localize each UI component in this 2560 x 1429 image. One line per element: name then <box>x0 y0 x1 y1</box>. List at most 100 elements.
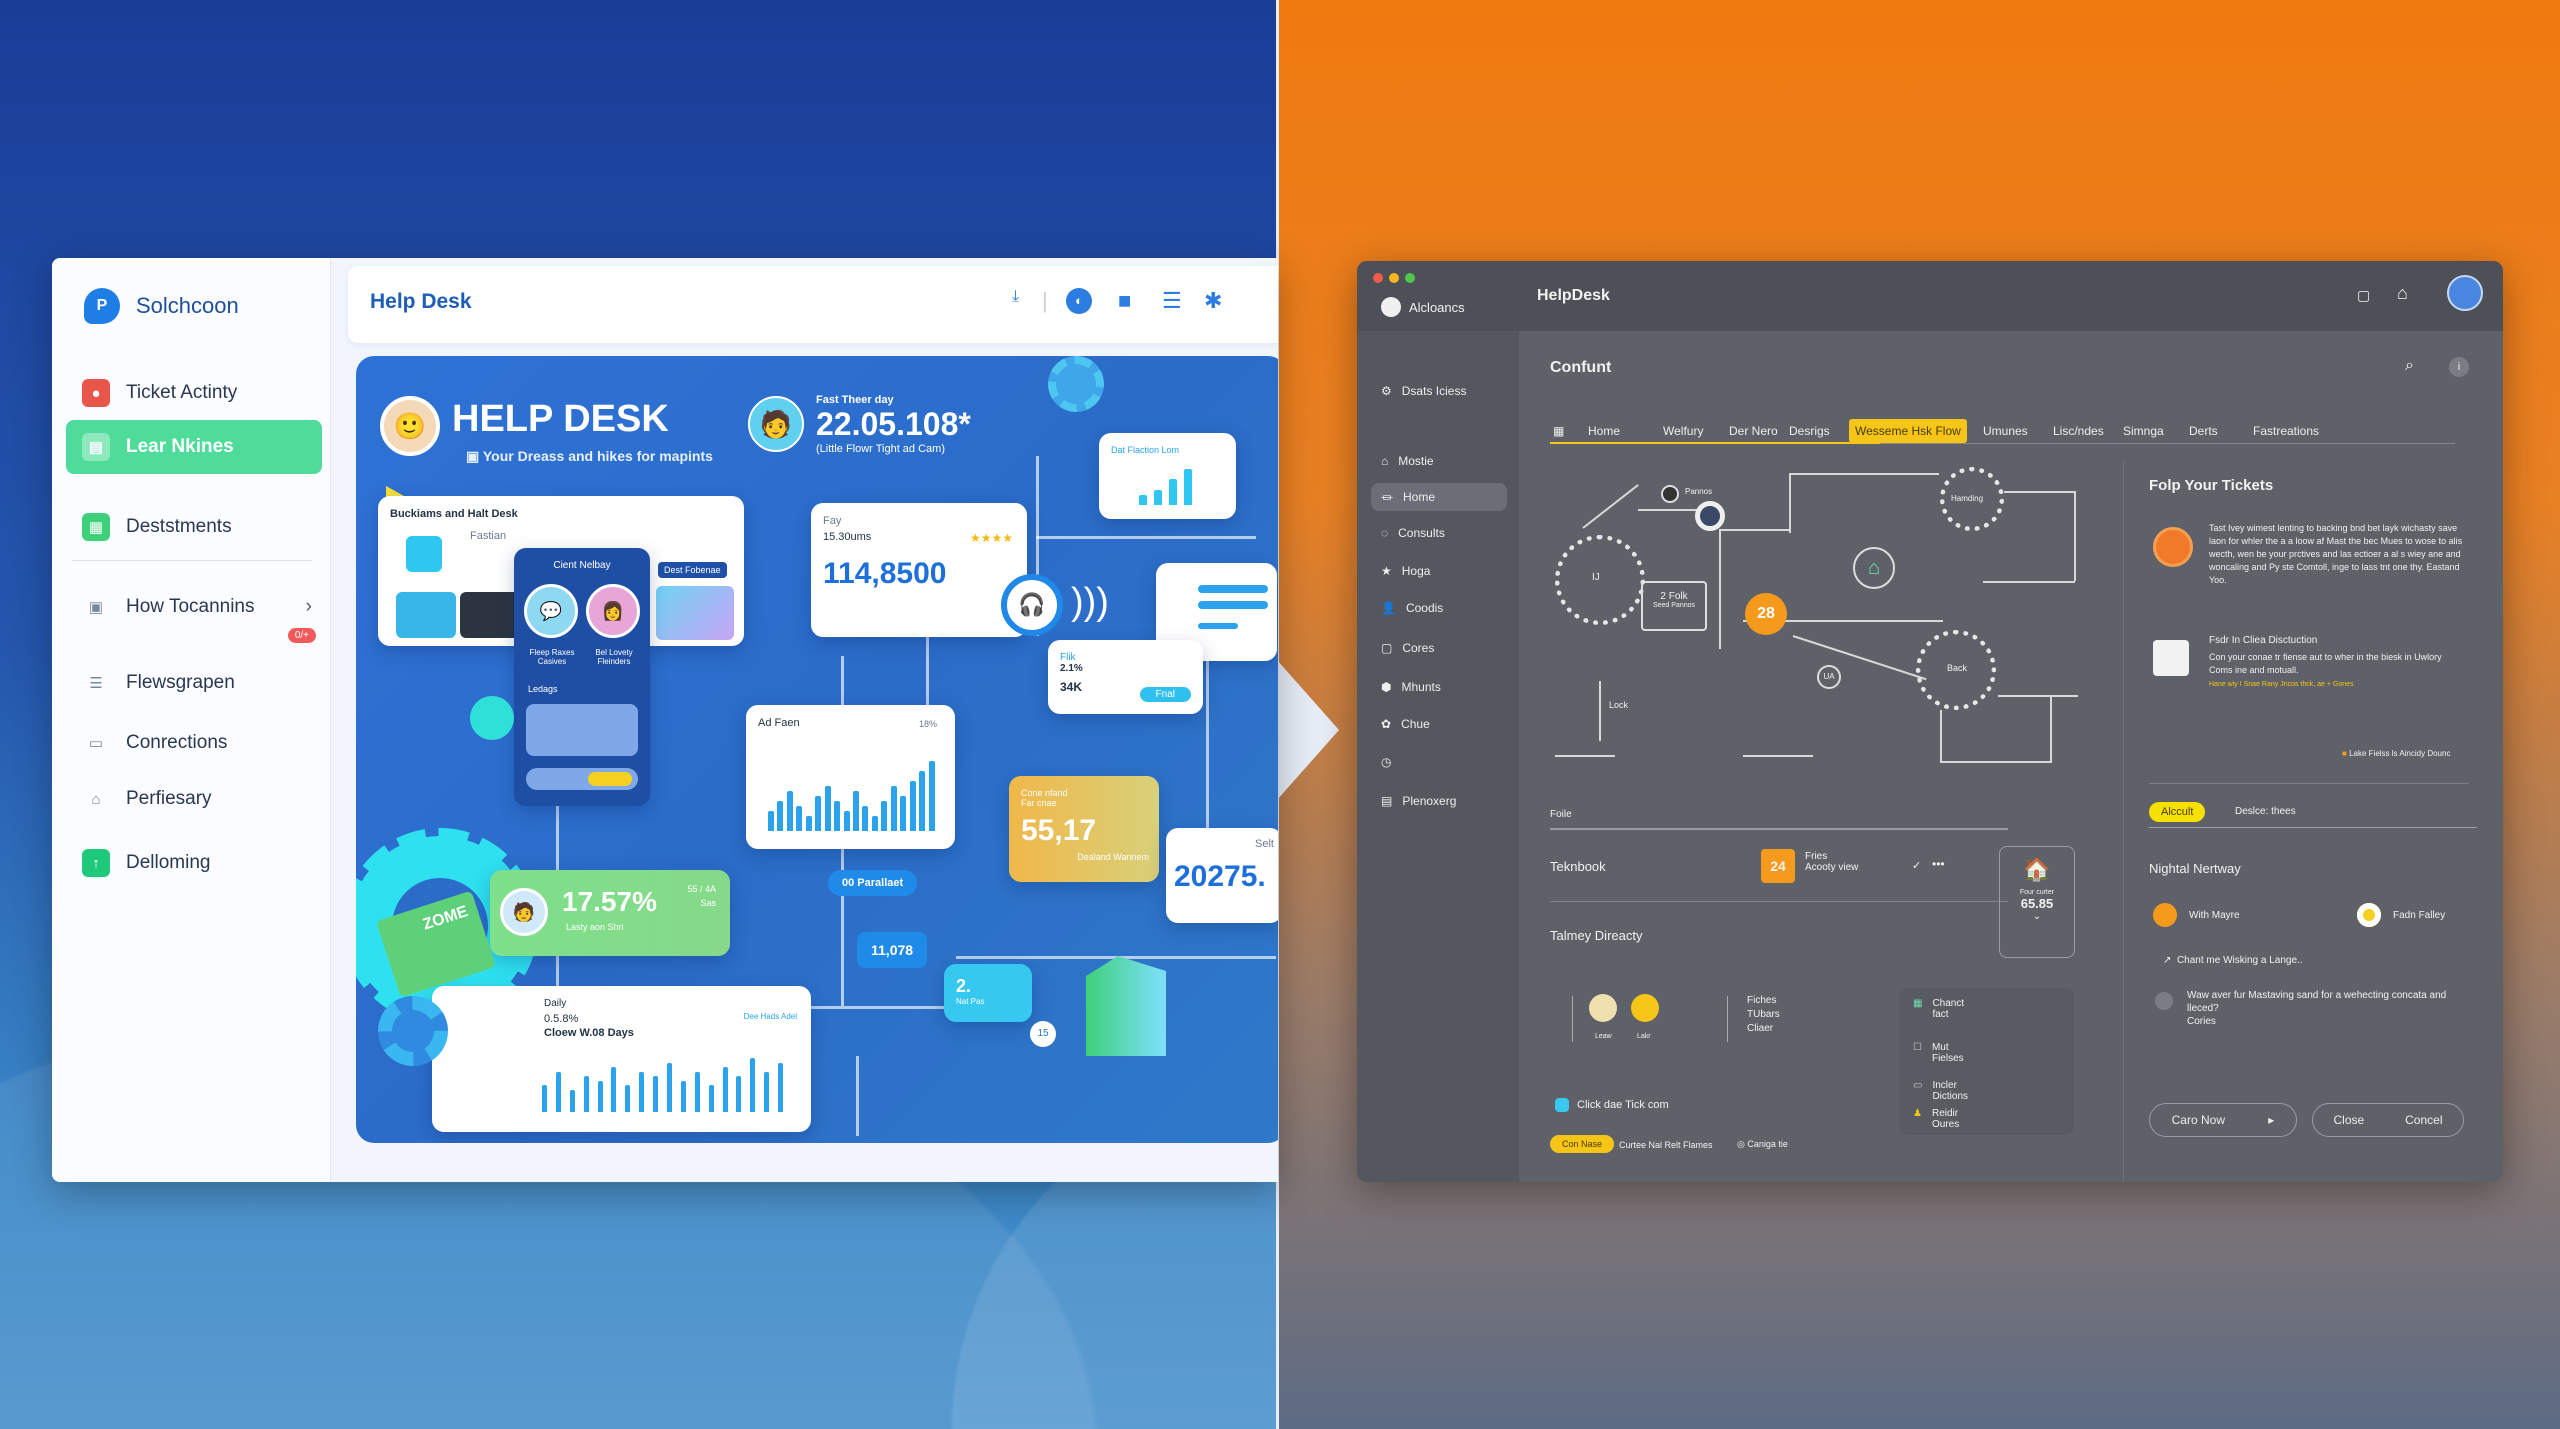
sidebar-item-6[interactable]: ⌂Perfiesary <box>66 772 322 826</box>
menu-item[interactable]: ▭Incler Dictions <box>1913 1080 1969 1102</box>
upload-icon: ↑ <box>82 849 110 877</box>
chat-logo-icon: P <box>84 288 120 324</box>
tab-2[interactable]: Der Nero <box>1729 424 1778 438</box>
pill-parallel[interactable]: 00 Parallaet <box>828 870 918 896</box>
window-icon[interactable]: ▢ <box>2357 287 2371 303</box>
brand-name: Solchcoon <box>136 293 239 318</box>
bar <box>597 1080 603 1112</box>
tab-alccult[interactable]: Alccult <box>2149 802 2206 822</box>
tab-underline <box>1550 442 1880 444</box>
sidebar-item-3[interactable]: ▣How Tocannins› <box>66 580 322 634</box>
tab-9[interactable]: Fastreations <box>2253 424 2320 438</box>
card-cyan[interactable]: 2. Nat Pas <box>944 964 1032 1022</box>
option-with-mayre[interactable]: With Mayre <box>2153 903 2240 927</box>
con-nase-pill[interactable]: Con Nase <box>1550 1135 1615 1153</box>
panel-subtitle: Nightal Nertway <box>2149 861 2241 876</box>
card-dat[interactable]: Dat Flaction Lom <box>1099 433 1236 519</box>
list-icon[interactable]: ☰ <box>1162 288 1182 313</box>
bar <box>680 1080 686 1112</box>
user-avatar[interactable] <box>2447 275 2483 311</box>
card-ad-faen[interactable]: Ad Faen 18% <box>746 705 955 849</box>
card-client[interactable]: Cient Nelbay 💬 👩 Fleep Raxes Casives Bel… <box>514 548 650 806</box>
sidebar-item-8[interactable]: ✿Chue <box>1371 710 1507 738</box>
question-1[interactable]: ↗ Chant me Wisking a Lange.. <box>2163 955 2303 966</box>
sidebar-item-4[interactable]: ★Hoga <box>1371 557 1507 585</box>
tab-7[interactable]: Simnga <box>2123 424 2164 438</box>
sidebar-item-label: Delloming <box>126 852 211 873</box>
side-card[interactable]: 🏠 Four curter 65.85 ⌄ <box>1999 846 2075 958</box>
tab-8[interactable]: Derts <box>2189 424 2218 438</box>
tab-1[interactable]: Welfury <box>1663 424 1704 438</box>
brand[interactable]: P Solchcoon <box>84 288 239 324</box>
caro-now-button[interactable]: Caro Now▸ <box>2149 1103 2297 1137</box>
sidebar-item-2[interactable]: ▦Deststments <box>66 500 322 554</box>
option-fadn-falley[interactable]: Fadn Falley <box>2357 903 2445 927</box>
tab-4[interactable]: Wesseme Hsk Flow <box>1849 419 1967 443</box>
chevron-right-icon[interactable]: › <box>305 596 312 617</box>
question-2[interactable]: Waw aver fur Mastaving sand for a wehect… <box>2187 990 2447 1027</box>
tab-5[interactable]: Umunes <box>1983 424 2028 438</box>
sidebar-item-5[interactable]: 👤Coodis <box>1371 594 1507 622</box>
sidebar-item-3[interactable]: ◌Consults <box>1371 519 1507 547</box>
search-icon[interactable]: ⌕ <box>2405 357 2414 374</box>
calendar-icon: ▣ <box>88 599 104 616</box>
sidebar-item-1[interactable]: ⌂Mostie <box>1371 447 1507 475</box>
flk-button[interactable]: Fnal <box>1139 687 1191 702</box>
more-icon[interactable]: ••• <box>1932 857 1945 871</box>
menu-item[interactable]: ▦Chanct fact <box>1913 998 1965 1020</box>
sparkle-icon[interactable]: ✱ <box>1204 288 1223 313</box>
person-name: Leaw <box>1595 1033 1612 1040</box>
maximize-dot[interactable] <box>1405 273 1415 283</box>
square-icon[interactable]: ■ <box>1118 288 1132 313</box>
card-daily[interactable]: Daily 0.5.8% Cloew W.08 Days Dee Hads Ad… <box>432 986 811 1132</box>
sidebar-item-9[interactable]: ◷ <box>1371 748 1507 776</box>
user-circle-icon[interactable]: ◐ <box>1066 288 1092 314</box>
sidebar-item-2[interactable]: ⏛Home <box>1371 483 1507 511</box>
bank-icon: ⏛ <box>1381 490 1394 505</box>
bar <box>843 811 850 831</box>
sidebar-item-10[interactable]: ▤Plenoxerg <box>1371 787 1507 815</box>
card-title: Cloew W.08 Days <box>544 1027 634 1039</box>
card-meta: 18% <box>918 719 937 729</box>
ticket-link[interactable]: Hane wiy I Snae Rany Jncos thck, ae + Go… <box>2209 681 2354 688</box>
card-flk[interactable]: Flik 2.1% 34K Fnal <box>1048 640 1203 714</box>
card-green[interactable]: 🧑 17.57% Lasty aon Shri 55 / 4A Sas <box>490 870 730 956</box>
menu-item[interactable]: ☐Mut Fielses <box>1913 1042 1964 1064</box>
row-name[interactable]: Teknbook <box>1550 859 1606 874</box>
close-dot[interactable] <box>1373 273 1383 283</box>
card-total[interactable]: Selt 20275. <box>1166 828 1278 923</box>
grid-icon[interactable]: ▦ <box>1553 424 1565 438</box>
card-yellow[interactable]: Cone nfand Far cnae 55,17 Dealand Wannem <box>1009 776 1159 882</box>
calendar-icon: ▤ <box>1381 794 1393 808</box>
pill-count[interactable]: 11,078 <box>857 932 928 968</box>
sidebar-item-7[interactable]: ↑ Delloming <box>66 836 322 890</box>
check-icon[interactable]: ✓ <box>1912 860 1922 872</box>
bar <box>928 761 935 831</box>
menu-item[interactable]: ♟Reidir Oures <box>1913 1108 1960 1130</box>
panel-link[interactable]: ■ Lake Fielss ls Aincidy Dounc <box>2342 749 2451 758</box>
toggle[interactable] <box>526 768 638 790</box>
minimize-dot[interactable] <box>1389 273 1399 283</box>
sidebar-item-1[interactable]: ▤Lear Nkines <box>66 420 322 474</box>
stat-avatar: 🧑 <box>748 396 804 452</box>
tab-deslce[interactable]: Deslce: thees <box>2235 806 2296 817</box>
cancel-button[interactable]: Concel <box>2405 1113 2443 1127</box>
download-icon[interactable]: ⤓ <box>1012 288 1020 305</box>
close-button[interactable]: Close <box>2333 1113 2365 1127</box>
sidebar-item-0[interactable]: ●Ticket Actinty <box>66 366 322 420</box>
tab-3[interactable]: Desrigs <box>1789 424 1830 438</box>
left-sidebar: P Solchcoon ●Ticket Actinty▤Lear Nkines ▦… <box>52 258 331 1182</box>
tab-0[interactable]: Home <box>1588 424 1621 438</box>
sidebar-item-5[interactable]: ▭Conrections <box>66 716 322 770</box>
sidebar-item-0[interactable]: ⚙Dsats Iciess <box>1371 377 1507 405</box>
home-icon[interactable]: ⌂ <box>2397 283 2408 303</box>
sidebar-item-6[interactable]: ▢Cores <box>1371 634 1507 662</box>
click-row[interactable]: Click dae Tick com <box>1555 1098 1669 1112</box>
avatar: 🧑 <box>500 888 548 936</box>
chevron-down-icon[interactable]: ⌄ <box>2032 911 2042 922</box>
info-icon[interactable]: i <box>2449 357 2469 377</box>
tab-6[interactable]: Lisc/ndes <box>2053 424 2104 438</box>
sidebar-item-7[interactable]: ⬢Mhunts <box>1371 673 1507 701</box>
card-fay[interactable]: Fay 15.30ums ★★★★ 114,8500 <box>811 503 1027 637</box>
